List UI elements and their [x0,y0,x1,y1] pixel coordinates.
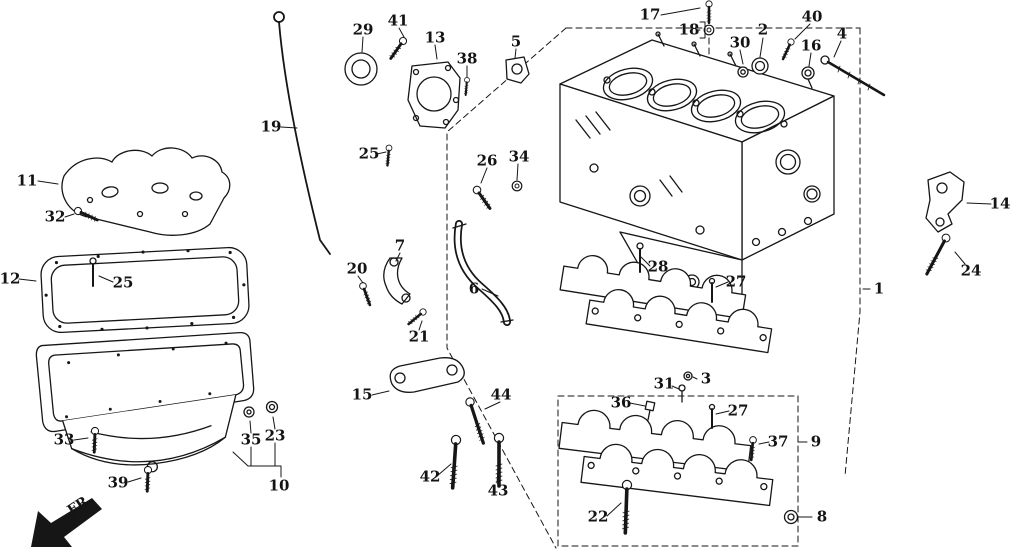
callout-32: 32 [44,207,66,226]
callout-19: 19 [260,117,282,136]
mount-bracket-7 [383,257,411,305]
callout-27-b: 27 [727,401,749,420]
callout-44: 44 [490,385,512,404]
callout-4: 4 [836,24,848,43]
leader-lines [18,7,992,518]
callout-3: 3 [700,369,712,388]
callout-12: 12 [0,269,21,288]
callout-35: 35 [240,430,262,449]
callout-13: 13 [424,28,446,47]
callout-42: 42 [419,467,441,486]
oil-pan [35,332,255,473]
callout-39: 39 [107,473,129,492]
engine-hanger-bracket [505,56,530,84]
front-direction-arrow [31,498,102,547]
callout-14: 14 [989,194,1011,213]
oil-pan-gasket [40,246,250,334]
callout-38: 38 [456,49,478,68]
callout-36: 36 [610,393,632,412]
callout-5: 5 [510,32,522,51]
callout-40: 40 [801,7,823,26]
callout-30: 30 [729,33,751,52]
side-mount-bracket [925,171,965,233]
callout-23: 23 [264,426,286,445]
callout-31: 31 [653,374,675,393]
callout-6: 6 [468,279,480,298]
baffle-plate [61,147,231,236]
callout-2: 2 [757,20,769,39]
callout-15: 15 [351,385,373,404]
crankshaft-seal [344,52,378,86]
callout-9: 9 [810,432,822,451]
callout-41: 41 [387,11,409,30]
rear-cover-plate [407,61,461,129]
callout-1: 1 [873,279,885,298]
callout-37: 37 [767,432,789,451]
callout-8: 8 [816,507,828,526]
callout-16: 16 [800,36,822,55]
callout-25: 25 [358,144,380,163]
fasteners [71,0,953,535]
breather-hose [452,220,514,326]
callout-25-b: 25 [112,273,134,292]
callout-18: 18 [678,20,700,39]
callout-26: 26 [476,151,498,170]
callout-28: 28 [647,257,669,276]
callout-33: 33 [53,430,75,449]
callout-10: 10 [268,476,290,495]
callout-11: 11 [16,171,38,190]
callout-27: 27 [725,272,747,291]
callout-22: 22 [587,507,609,526]
mount-bracket-15 [389,357,465,393]
callout-34: 34 [508,147,530,166]
bearing-caps-upper [559,255,773,354]
bearing-caps-lower [558,409,774,507]
callout-17: 17 [639,5,661,24]
callout-29: 29 [352,20,374,39]
callout-43: 43 [487,481,509,500]
callout-7: 7 [394,236,406,255]
callout-24: 24 [960,261,982,280]
dipstick [273,11,331,255]
callout-21: 21 [408,327,430,346]
assembly-boundary-dashes [446,27,861,549]
callout-20: 20 [346,259,368,278]
